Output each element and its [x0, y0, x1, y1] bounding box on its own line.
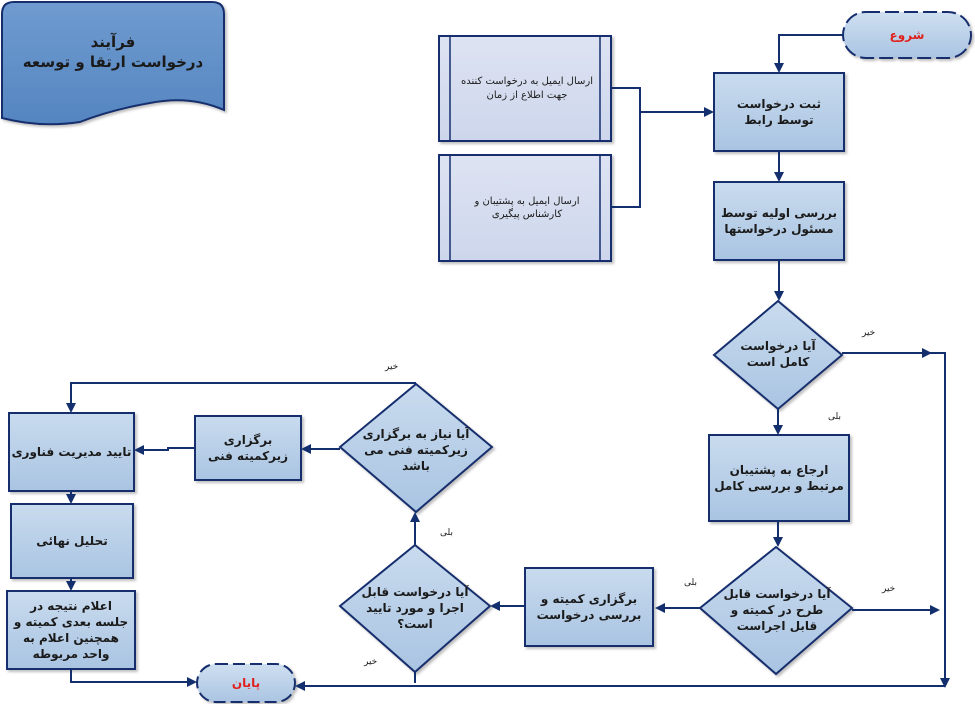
- register-shape: [713, 72, 845, 152]
- connector-need-no: [66, 382, 416, 413]
- is-approved-diamond: [338, 543, 492, 674]
- connector-announce-end: [70, 669, 197, 687]
- title-document-shape: [1, 1, 225, 126]
- is-committee-feasible-diamond: [698, 545, 854, 676]
- hold-committee-shape: [524, 567, 654, 647]
- refer-support-shape: [708, 434, 850, 522]
- end-terminal-shape: [196, 663, 296, 703]
- it-approval-shape: [8, 412, 135, 492]
- final-analysis-shape: [10, 503, 134, 579]
- connector-subcommittee-approval: [134, 445, 195, 455]
- email-support-shape: [438, 154, 612, 262]
- announce-result-shape: [6, 590, 136, 670]
- hold-subcommittee-shape: [194, 415, 302, 481]
- connector-start-register: [774, 34, 843, 73]
- connector-right-rail: [930, 352, 950, 688]
- start-terminal-shape: [842, 11, 972, 59]
- need-subcommittee-diamond: [338, 382, 494, 514]
- email-requester-shape: [438, 35, 612, 142]
- connector-email1-bracket: [611, 87, 641, 208]
- is-complete-diamond: [712, 299, 844, 411]
- initial-review-shape: [713, 181, 845, 261]
